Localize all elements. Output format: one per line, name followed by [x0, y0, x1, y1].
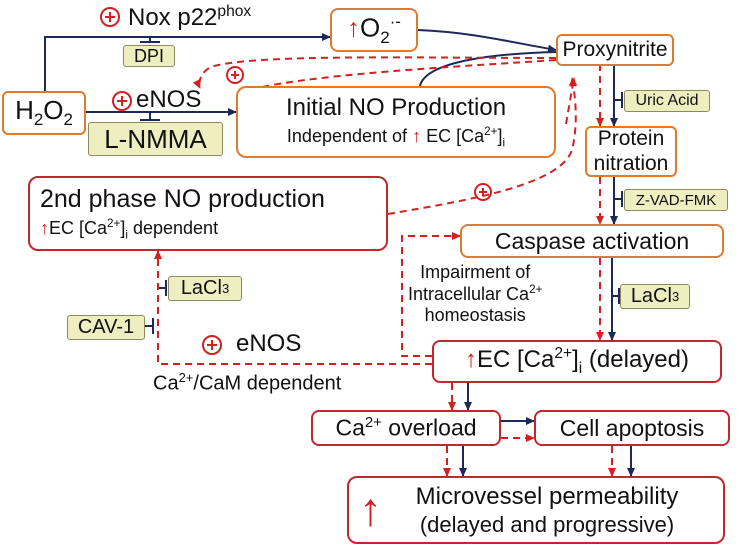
impairment-label: Impairment of Intracellular Ca2+ homeost…: [408, 262, 543, 326]
microvessel-permeability-node: ↑ Microvessel permeability (delayed and …: [347, 476, 725, 544]
initial-no-production-node: Initial NO Production Independent of ↑ E…: [236, 86, 556, 158]
z-vad-fmk-inhibitor: Z-VAD-FMK: [624, 189, 728, 211]
cav-1-inhibitor: CAV-1: [67, 315, 145, 340]
dpi-inhibitor: DPI: [123, 45, 175, 67]
feedback-plus-icon: [226, 66, 244, 84]
enos-bottom-plus-icon: [202, 335, 222, 355]
uric-acid-inhibitor: Uric Acid: [624, 90, 710, 112]
initial-no-to-proxynitrite-dashed: [565, 77, 577, 125]
zvad-tbar: [614, 191, 623, 207]
enos-top-plus-icon: [112, 91, 132, 111]
nox-plus-icon: [100, 7, 120, 27]
lacl3-right-tbar: [612, 288, 620, 304]
h2o2-to-o2-line: [44, 33, 331, 92]
calcium-overload-node: Ca2+ overload: [311, 410, 501, 446]
enos-bottom-label: eNOS: [236, 330, 302, 357]
ec-to-caspase-feedback: [401, 232, 461, 357]
l-nmma-inhibitor: L-NMMA: [88, 122, 223, 156]
ec-to-second-phase-path: [154, 250, 432, 365]
ca-cam-dependent-label: Ca2+/CaM dependent: [153, 370, 342, 395]
protein-nitration-node: Protein nitration: [585, 126, 677, 177]
cell-apoptosis-node: Cell apoptosis: [534, 410, 730, 446]
uric-acid-tbar: [614, 92, 623, 108]
dpi-tbar: [140, 37, 160, 43]
second-phase-to-proxynitrite-feedback: [387, 77, 578, 215]
h2o2-node: H2O2: [2, 91, 86, 135]
proxynitrite-to-enos-feedback: [192, 56, 557, 89]
caspase-activation-node: Caspase activation: [460, 224, 724, 258]
initial-no-to-proxynitrite-curve: [419, 51, 557, 87]
superoxide-node: ↑O2·-: [330, 8, 418, 52]
nox-p22phox-label: Nox p22phox: [128, 3, 252, 31]
lacl3-left-tbar: [158, 280, 167, 296]
o2-to-proxynitrite-curve: [417, 29, 557, 53]
cav1-tbar: [145, 318, 154, 334]
ec-calcium-delayed-node: ↑EC [Ca2+]i (delayed): [432, 340, 722, 383]
proxynitrite-to-initial-no-feedback: [241, 59, 557, 94]
second-phase-no-production-node: 2nd phase NO production ↑EC [Ca2+]i depe…: [28, 176, 388, 251]
second-phase-plus-icon: [474, 183, 492, 201]
lnmma-tbar: [140, 112, 160, 121]
enos-top-label: eNOS: [136, 86, 202, 113]
proxynitrite-node: Proxynitrite: [556, 34, 674, 66]
